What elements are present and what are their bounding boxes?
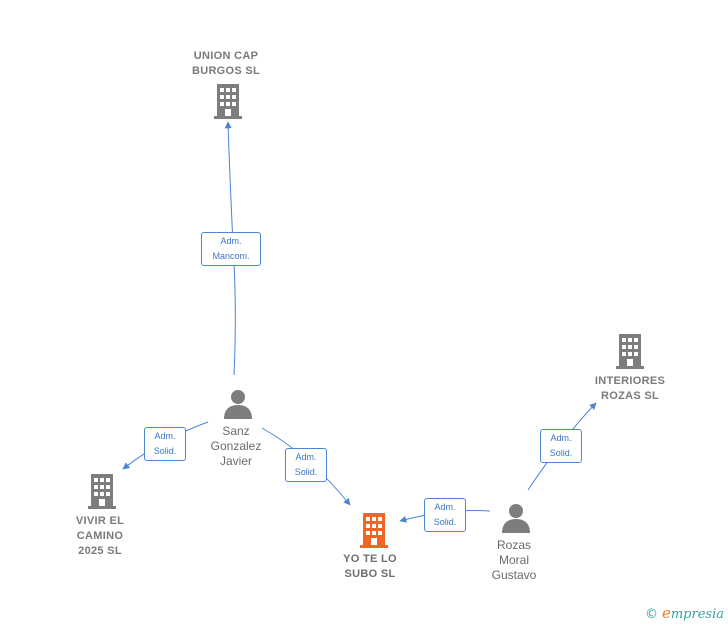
edge-label-sanz-vivir: Adm. Solid. <box>144 427 186 461</box>
node-label-yo-te-lo: YO TE LO SUBO SL <box>343 553 397 580</box>
brand-watermark: ©empresia <box>645 604 724 622</box>
node-label-union-cap: UNION CAP BURGOS SL <box>191 50 261 77</box>
edge-label-rozas-yo-te-lo: Adm. Solid. <box>424 498 466 532</box>
brand-initial: e <box>661 604 671 622</box>
building-icon <box>214 84 242 119</box>
node-label-interiores: INTERIORES ROZAS SL <box>594 375 666 402</box>
node-label-sanz: Sanz Gonzalez Javier <box>210 424 262 468</box>
copyright-icon: © <box>644 607 658 622</box>
person-icon <box>224 390 252 419</box>
node-label-vivir: VIVIR EL CAMINO 2025 SL <box>75 515 125 557</box>
building-icon <box>616 334 644 369</box>
edge-label-rozas-interiores: Adm. Solid. <box>540 429 582 463</box>
building-icon-main <box>360 513 388 548</box>
brand-name: mpresia <box>670 607 724 622</box>
person-icon <box>502 504 530 533</box>
edge-label-sanz-yo-te-lo: Adm. Solid. <box>285 448 327 482</box>
edge-label-sanz-union-cap: Adm. Mancom. <box>201 232 261 266</box>
building-icon <box>88 474 116 509</box>
node-label-rozas: Rozas Moral Gustavo <box>491 538 537 582</box>
